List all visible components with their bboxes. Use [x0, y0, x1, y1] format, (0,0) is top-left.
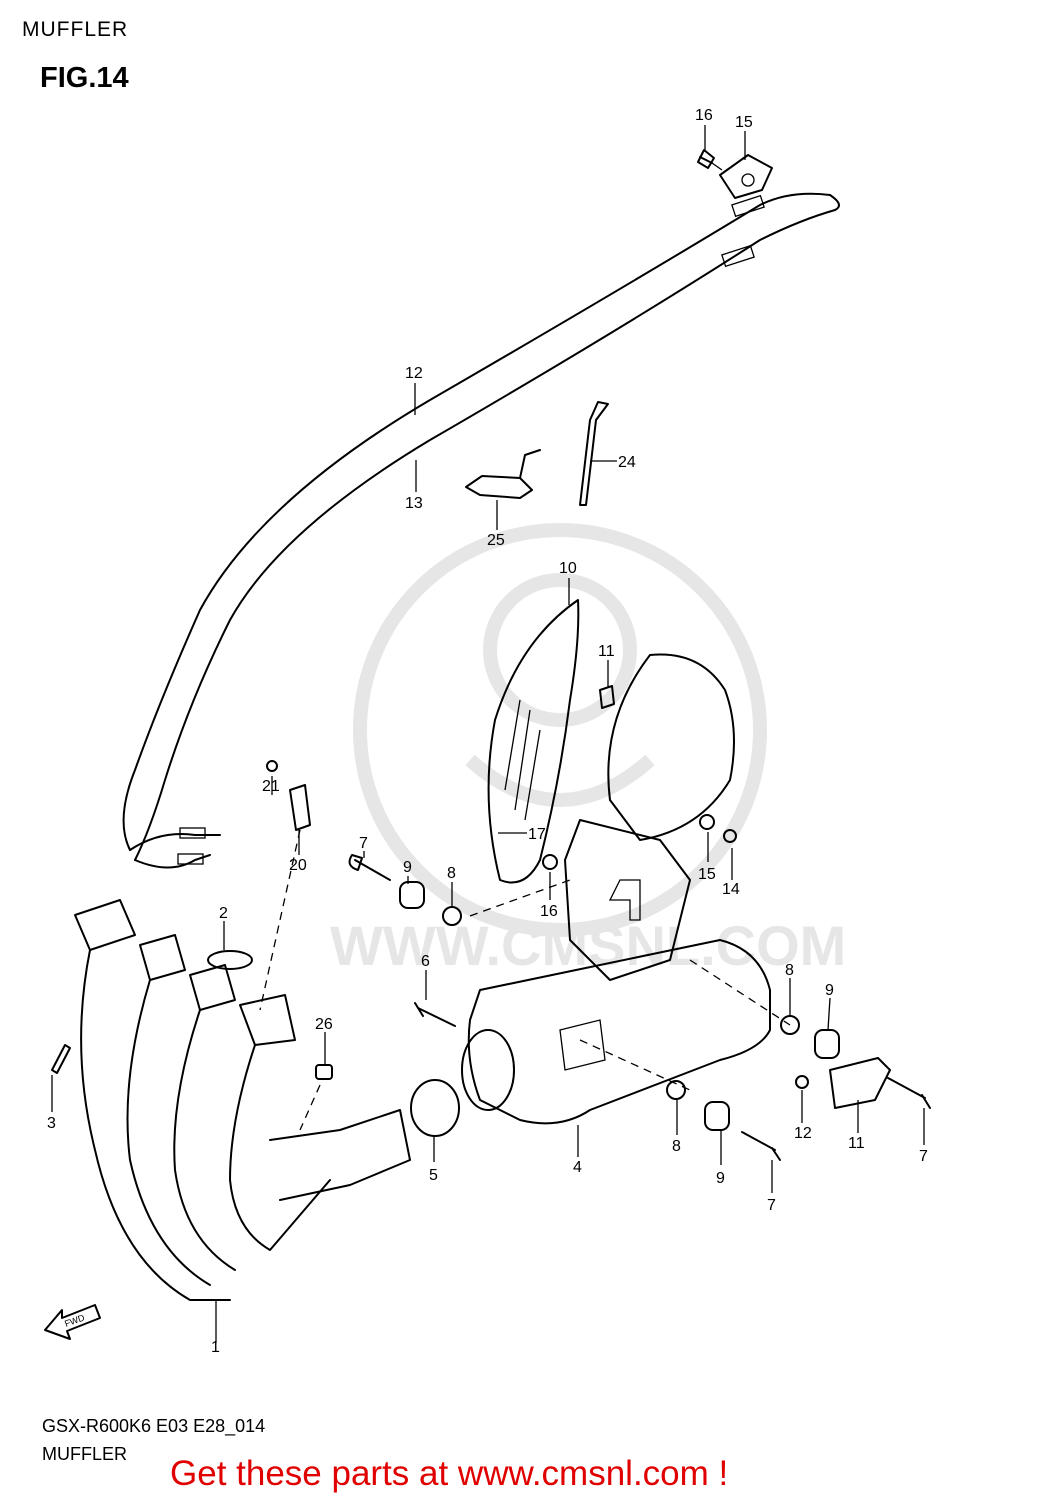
watermark-logo: WWW.CMSNL.COM: [330, 523, 846, 977]
cable-bracket-22: [719, 154, 773, 199]
callout-9b: 9: [825, 982, 834, 999]
callout-8a: 8: [447, 865, 456, 882]
callout-6: 6: [421, 953, 430, 970]
exhaust-cables: [122, 192, 840, 869]
heat-cover-12: [487, 599, 580, 884]
cable-guide-25: [465, 449, 541, 499]
callout-26: 26: [315, 1016, 333, 1033]
callout-7a: 7: [359, 835, 368, 852]
callout-8c: 8: [672, 1138, 681, 1155]
callout-20: 20: [289, 857, 307, 874]
callout-14: 14: [722, 881, 740, 898]
nut-21: [266, 760, 278, 772]
leader-lines: [51, 125, 925, 1343]
fwd-label: FWD: [63, 1312, 86, 1329]
promo-link[interactable]: Get these parts at www.cmsnl.com !: [170, 1454, 729, 1493]
callout-16: 16: [540, 903, 558, 920]
callout-21: 21: [262, 778, 280, 795]
callout-3: 3: [47, 1115, 56, 1132]
callout-22: 15: [735, 114, 753, 131]
callout-2: 2: [219, 905, 228, 922]
muffler-protector: [607, 653, 735, 841]
forward-arrow: FWD: [44, 1304, 101, 1340]
callout-7b: 7: [767, 1197, 776, 1214]
figure-number: FIG.14: [40, 62, 129, 94]
stud-bolt-3: [51, 1044, 71, 1074]
gasket-2: [207, 950, 253, 970]
callout-25: 25: [487, 532, 505, 549]
callout-19: 13: [405, 495, 423, 512]
bracket-20: [289, 784, 311, 831]
muffler-bracket: [564, 819, 691, 981]
callout-9a: 9: [403, 859, 412, 876]
callout-5: 5: [429, 1167, 438, 1184]
callout-12: 10: [559, 560, 577, 577]
callout-7c: 7: [919, 1148, 928, 1165]
callout-13: 11: [598, 643, 615, 660]
callout-23: 16: [695, 107, 713, 124]
cable-tie-24: [579, 401, 609, 506]
section-header: MUFFLER: [22, 18, 129, 41]
model-code: GSX-R600K6 E03 E28_014: [42, 1416, 266, 1436]
callout-1: 1: [211, 1339, 220, 1356]
callout-18: 12: [405, 365, 423, 382]
callout-11: 12: [794, 1125, 812, 1142]
muffler-outlet-flange: [461, 1029, 515, 1111]
nut-26: [315, 1064, 333, 1080]
gasket-5: [410, 1079, 460, 1137]
exhaust-pipe-1: [74, 899, 411, 1301]
callout-labels: 16 15 12 13 24 25 10 11 17 15 14 16 21 2…: [47, 107, 928, 1356]
callout-8b: 8: [785, 962, 794, 979]
callout-10: 11: [848, 1135, 865, 1152]
callout-17: 17: [528, 826, 546, 843]
bolt-23: [697, 149, 723, 171]
mounting-hardware: [348, 814, 931, 1161]
muffler-4: [467, 939, 771, 1125]
footer-section: MUFFLER: [42, 1444, 127, 1464]
callout-9c: 9: [716, 1170, 725, 1187]
callout-24: 24: [618, 454, 636, 471]
callout-4: 4: [573, 1159, 582, 1176]
callout-15: 15: [698, 866, 716, 883]
